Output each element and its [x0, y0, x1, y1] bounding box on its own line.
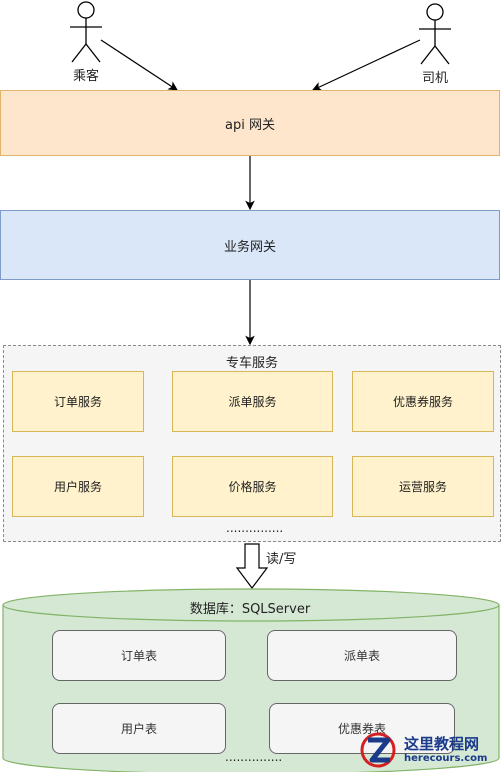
user-table-box: 用户表 — [52, 703, 226, 754]
business-gateway-box: 业务网关 — [0, 210, 500, 280]
user-service-box: 用户服务 — [12, 456, 144, 517]
database-more-ellipsis: ............... — [225, 750, 283, 764]
database-title: 数据库：SQLServer — [189, 602, 311, 617]
driver-to-api-arrow — [311, 39, 421, 91]
services-container: 专车服务 订单服务 派单服务 优惠券服务 用户服务 价格服务 运营服务 ....… — [3, 345, 501, 542]
order-service-box: 订单服务 — [12, 371, 144, 432]
driver-label: 司机 — [421, 71, 448, 86]
services-title: 专车服务 — [225, 356, 278, 371]
read-write-block-arrow — [235, 543, 269, 589]
watermark-url: herecours.com — [404, 752, 488, 764]
watermark-title: 这里教程网 — [404, 735, 480, 754]
dispatch-service-box: 派单服务 — [172, 371, 333, 432]
api-gateway-label: api 网关 — [225, 117, 275, 133]
passenger-actor-icon — [70, 1, 102, 63]
passenger-to-api-arrow — [100, 39, 179, 91]
pricing-service-box: 价格服务 — [172, 456, 333, 517]
read-write-label: 读/写 — [266, 552, 297, 567]
api-gateway-box: api 网关 — [0, 90, 500, 156]
site-watermark: 这里教程网 herecours.com — [356, 728, 504, 772]
coupon-service-box: 优惠券服务 — [352, 371, 494, 432]
passenger-label: 乘客 — [72, 69, 99, 84]
business-gateway-label: 业务网关 — [223, 239, 276, 255]
order-table-box: 订单表 — [52, 630, 226, 681]
dispatch-table-box: 派单表 — [267, 630, 457, 681]
services-more-ellipsis: ............... — [226, 521, 284, 535]
watermark-logo-icon — [360, 732, 396, 768]
operations-service-box: 运营服务 — [352, 456, 494, 517]
driver-actor-icon — [419, 3, 451, 65]
